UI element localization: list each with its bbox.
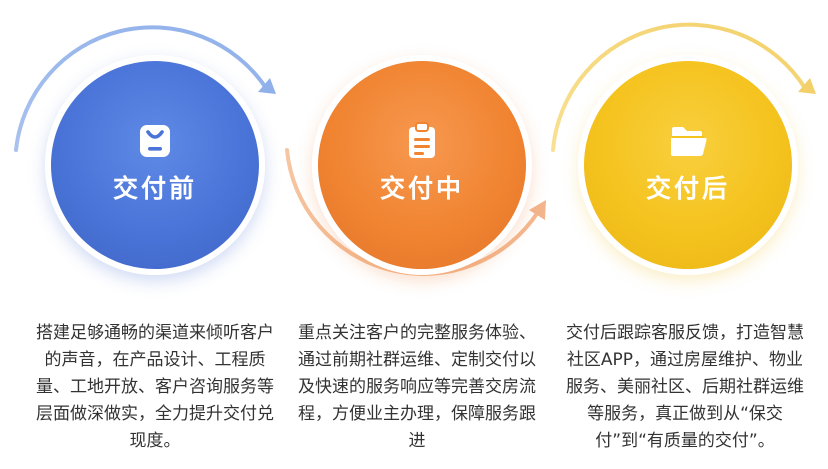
stage-label: 交付中 <box>379 174 464 203</box>
stage-label: 交付前 <box>112 174 197 203</box>
clipboard-icon <box>409 122 435 158</box>
stage-circle-before: 交付前 <box>45 55 265 275</box>
stage-description-after: 交付后跟踪客服反馈，打造智慧社区APP，通过房屋维护、物业服务、美丽社区、后期社… <box>566 323 804 451</box>
arc-stage-3 <box>551 22 807 152</box>
arc-stage-1 <box>14 25 268 152</box>
arc-stage-2-arrowhead <box>529 200 546 220</box>
stage-description-before: 搭建足够通畅的渠道来倾听客户的声音，在产品设计、工程质量、工地开放、客户咨询服务… <box>36 323 274 451</box>
folder-icon <box>671 127 707 156</box>
stage-circle-during: 交付中 <box>312 55 532 275</box>
stage-description-during: 重点关注客户的完整服务体验、通过前期社群运维、定制交付以及快速的服务响应等完善交… <box>298 323 536 451</box>
stage-circle-after: 交付后 <box>578 55 798 275</box>
arc-stage-3-arrowhead <box>798 78 816 94</box>
arc-stage-1-arrowhead <box>258 78 276 94</box>
bag-icon <box>140 125 170 157</box>
stage-label: 交付后 <box>645 174 730 203</box>
